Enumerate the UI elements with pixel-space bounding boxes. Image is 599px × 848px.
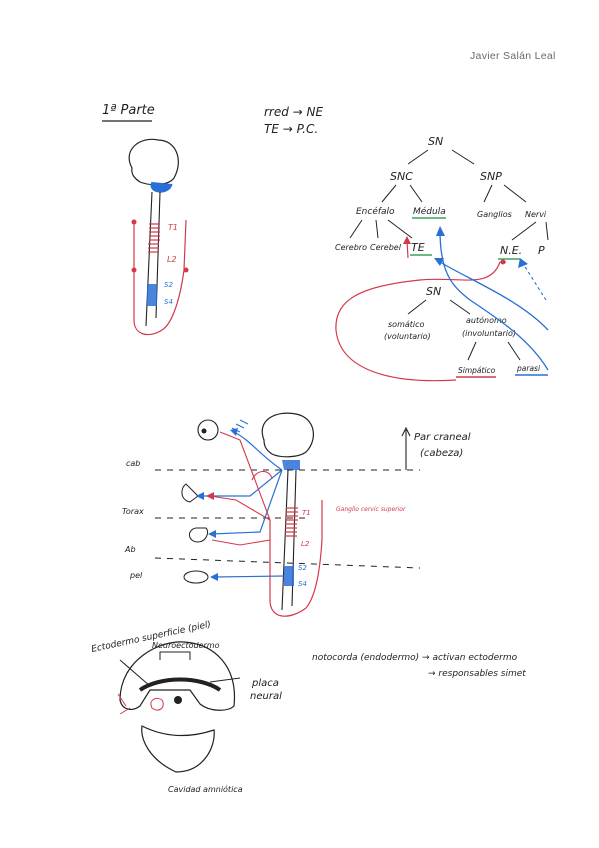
node-snp: SNP xyxy=(480,170,502,183)
brain-drawing xyxy=(128,138,179,186)
autonomic-pathways-figure: cab Torax Ab pel T1 L2 S2 S4 Ganglio cer… xyxy=(122,412,471,617)
amniotic-cavity-drawing xyxy=(141,725,215,773)
section-title: 1ª Parte xyxy=(102,103,155,118)
label-s4: S4 xyxy=(164,298,173,306)
node-voluntario: (voluntario) xyxy=(384,332,431,341)
neuroectodermo-label: Neuroectodermo xyxy=(152,641,220,650)
node-te: TE xyxy=(411,241,425,254)
blue-arrow-to-medula xyxy=(439,229,549,371)
neural-label: neural xyxy=(250,691,282,702)
node-medula: Médula xyxy=(413,206,446,217)
red-dot xyxy=(131,267,137,273)
node-parasimpatico: parasi xyxy=(516,364,541,373)
node-involuntario: (involuntario) xyxy=(462,329,516,338)
notocorda-note: notocorda (endodermo) → activan ectoderm… xyxy=(312,653,518,663)
ganglio-note: Ganglio cervic superior xyxy=(336,506,406,513)
red-outline-loop xyxy=(133,219,187,336)
brain-spine-figure-1: T1 L2 S2 S4 xyxy=(128,138,189,336)
brainstem-blue xyxy=(150,181,173,193)
label-pel: pel xyxy=(129,571,143,580)
node-ne: N.E. xyxy=(500,244,522,257)
eye-drawing xyxy=(197,419,219,441)
node-ganglios: Ganglios xyxy=(477,210,512,219)
label-fig2-t1: T1 xyxy=(302,509,311,517)
node-autonomo: autónomo xyxy=(466,315,507,325)
responsables-note: → responsables simet xyxy=(428,669,526,679)
brain-drawing-2 xyxy=(261,412,314,458)
red-dot xyxy=(131,219,137,225)
node-simpatico: Simpático xyxy=(458,366,496,375)
label-l2: L2 xyxy=(167,255,177,264)
legend-line-2: TE → P.C. xyxy=(264,122,318,136)
nervous-system-tree: SN SNC SNP Encéfalo Médula Ganglios Nerv… xyxy=(335,135,549,382)
node-cerebelo: Cerebel xyxy=(370,243,402,252)
node-sn: SN xyxy=(428,135,443,148)
par-craneal-label: Par craneal xyxy=(414,432,471,443)
placa-label: placa xyxy=(251,678,279,689)
node-cerebro: Cerebro xyxy=(335,243,367,252)
label-ab: Ab xyxy=(124,545,136,554)
lung-drawing xyxy=(181,483,199,503)
bladder-drawing xyxy=(183,570,209,584)
label-fig2-l2: L2 xyxy=(301,540,310,548)
sacral-blue-segment xyxy=(147,284,157,306)
node-p: P xyxy=(538,244,545,257)
label-torax: Torax xyxy=(122,507,144,516)
label-fig2-s4: S4 xyxy=(298,580,307,588)
label-t1: T1 xyxy=(168,223,178,232)
node-encefalo: Encéfalo xyxy=(356,206,395,217)
node-somatico: somático xyxy=(388,320,425,329)
cabeza-label: (cabeza) xyxy=(420,448,463,459)
stomach-drawing xyxy=(189,527,209,543)
legend-line-1: rred → NE xyxy=(264,105,324,119)
node-nervios: Nervi xyxy=(525,210,547,219)
label-fig2-s2: S2 xyxy=(298,564,307,572)
label-cab: cab xyxy=(126,459,140,468)
notochord xyxy=(174,696,182,704)
blue-dashed-arrow xyxy=(521,261,547,301)
spinal-cord-2 xyxy=(281,469,297,611)
author-name: Javier Salán Leal xyxy=(470,50,556,62)
cavidad-label: Cavidad amniótica xyxy=(168,784,243,794)
neural-plate-figure: Ectodermo superficie (piel) Neuroectoder… xyxy=(91,620,527,794)
label-s2: S2 xyxy=(164,281,173,289)
red-connector-loop xyxy=(335,261,501,382)
red-arrowhead xyxy=(403,236,411,244)
red-dot xyxy=(183,267,189,273)
blue-arrow-to-te xyxy=(439,261,549,331)
node-sn-2: SN xyxy=(426,285,441,298)
level-line-ab xyxy=(154,557,421,569)
neural-plate-band xyxy=(138,677,222,692)
node-snc: SNC xyxy=(390,170,413,183)
embryo-disc-drawing xyxy=(119,641,236,711)
thoracolumbar-red-hatch xyxy=(148,223,160,253)
